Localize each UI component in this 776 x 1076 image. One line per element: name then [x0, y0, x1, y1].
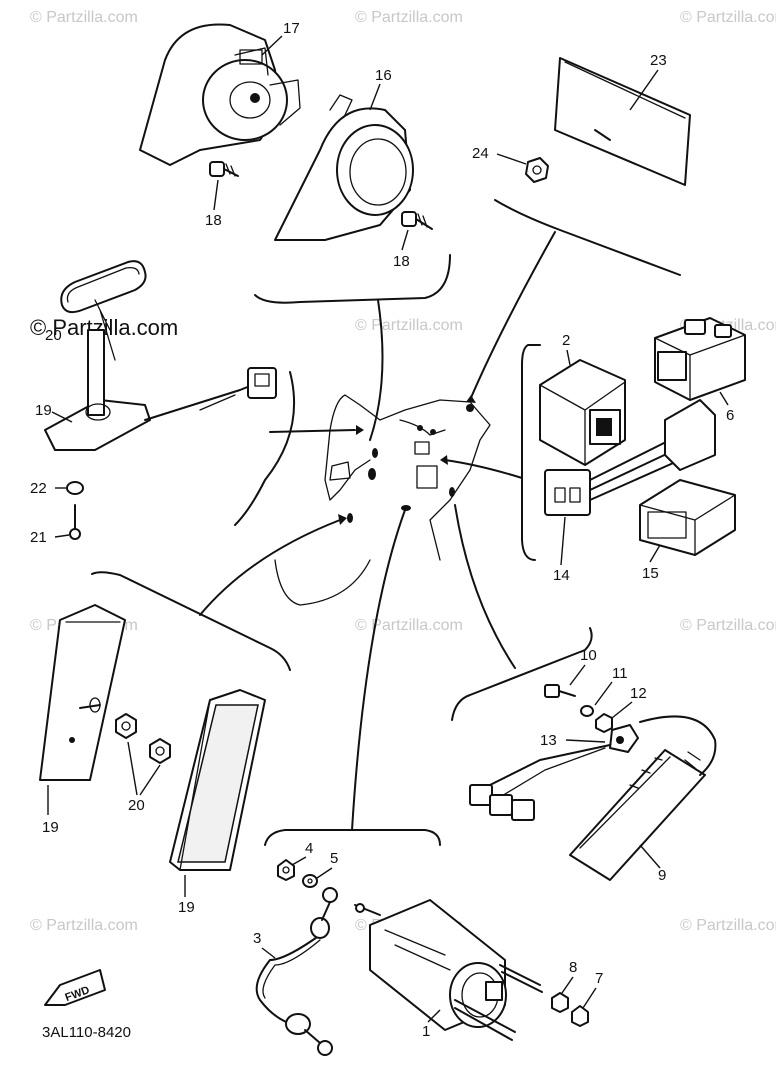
callout-2: 2	[562, 332, 570, 349]
sensor-21[interactable]	[44, 299, 277, 451]
callout-9: 9	[658, 867, 666, 884]
callout-10: 10	[580, 647, 597, 664]
washer-11[interactable]	[580, 705, 594, 717]
callout-16: 16	[375, 67, 392, 84]
callout-25: 23	[650, 52, 667, 69]
callout-20: 20	[128, 797, 145, 814]
washer-5[interactable]	[302, 874, 318, 888]
callout-13: 13	[540, 732, 557, 749]
callout-21: 19	[35, 402, 52, 419]
callout-1: 1	[422, 1023, 430, 1040]
relay-6[interactable]	[654, 317, 746, 401]
leader-line	[454, 504, 516, 669]
watermark: © Partzilla.com	[355, 317, 463, 334]
watermark: © Partzilla.com	[680, 617, 776, 634]
frame-outline	[274, 394, 491, 606]
callout-18: 18	[393, 253, 410, 270]
leader-line	[444, 459, 523, 479]
callout-4: 4	[305, 840, 313, 857]
callout-26: 24	[472, 145, 489, 162]
callout-3: 3	[253, 930, 261, 947]
group-bracket	[234, 371, 296, 526]
nut-8[interactable]	[551, 992, 569, 1013]
group-bracket	[451, 627, 593, 721]
watermark: © Partzilla.com	[680, 917, 776, 934]
group-bracket	[91, 571, 291, 671]
bolt-23[interactable]	[69, 504, 81, 540]
callout-5: 5	[330, 850, 338, 867]
connector-14[interactable]	[544, 399, 716, 516]
group-bracket	[254, 254, 451, 304]
leader-line	[199, 519, 341, 616]
gasket-22[interactable]	[60, 260, 147, 314]
callout-19: 19	[178, 899, 195, 916]
nut-4[interactable]	[277, 859, 295, 881]
callout-7: 7	[595, 970, 603, 987]
watermark: © Partzilla.com	[30, 917, 138, 934]
nut-12[interactable]	[595, 713, 613, 733]
connector-15[interactable]	[639, 479, 736, 556]
diagram-code: 3AL110-8420	[42, 1024, 131, 1041]
leader-line	[369, 299, 384, 441]
callout-24: 22	[30, 480, 47, 497]
callout-11: 11	[612, 665, 628, 682]
horn-16[interactable]	[274, 94, 414, 241]
wire-3[interactable]	[255, 887, 338, 1056]
nut-20[interactable]	[115, 713, 137, 739]
nut-7[interactable]	[571, 1005, 589, 1027]
leader-line	[351, 509, 406, 831]
callout-14: 14	[553, 567, 570, 584]
regulator-9[interactable]	[469, 715, 717, 881]
group-bracket	[494, 199, 681, 276]
callout-19: 19	[42, 819, 59, 836]
watermark: © Partzilla.com	[355, 617, 463, 634]
callout-12: 12	[630, 685, 647, 702]
nut-20[interactable]	[149, 738, 171, 764]
callout-23: 21	[30, 529, 47, 546]
reflector-19[interactable]	[169, 689, 266, 871]
group-bracket	[264, 829, 441, 846]
horn-17[interactable]	[139, 23, 301, 166]
bolt-10[interactable]	[544, 684, 576, 698]
reflector-25[interactable]	[554, 57, 691, 186]
callout-22: 20	[45, 327, 62, 344]
forward-direction-badge: FWD	[44, 969, 106, 1006]
watermark: © Partzilla.com	[680, 9, 776, 26]
callout-8: 8	[569, 959, 577, 976]
leader-line	[469, 231, 556, 401]
callout-17: 17	[283, 20, 300, 37]
callout-18: 18	[205, 212, 222, 229]
group-bracket	[521, 344, 541, 561]
starter-relay-1[interactable]	[354, 899, 543, 1041]
bolt-18[interactable]	[209, 161, 239, 177]
bolt-18[interactable]	[401, 211, 433, 230]
relay-2[interactable]	[539, 359, 626, 466]
nut-24[interactable]	[66, 481, 84, 495]
callout-6: 6	[726, 407, 734, 424]
callout-15: 15	[642, 565, 659, 582]
nut-26[interactable]	[525, 157, 549, 183]
watermark: © Partzilla.com	[30, 9, 138, 26]
watermark: © Partzilla.com	[355, 9, 463, 26]
leader-line	[269, 429, 356, 433]
reflector-19[interactable]	[39, 604, 126, 781]
